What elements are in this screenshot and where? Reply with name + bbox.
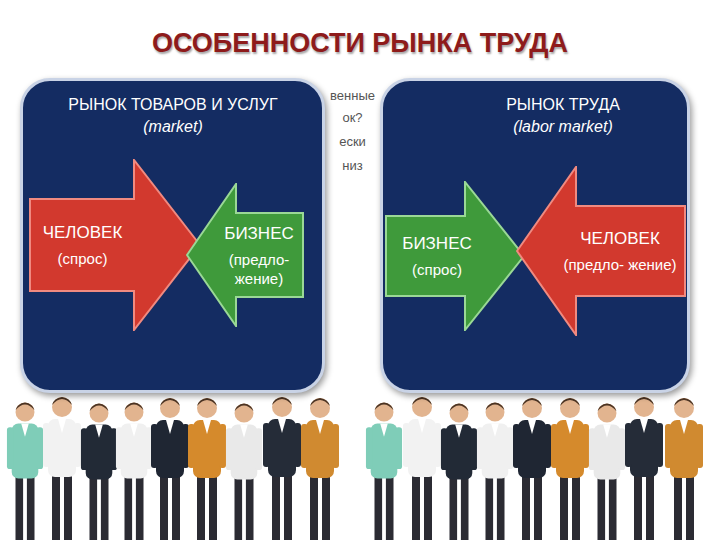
arrow-shape: ЧЕЛОВЕК (предло- жение)	[516, 166, 686, 336]
panel-heading: РЫНОК ТОВАРОВ И УСЛУГ (market)	[53, 95, 293, 136]
arrow-label: ЧЕЛОВЕК (предло- жение)	[558, 228, 682, 274]
arrow-title: БИЗНЕС	[387, 233, 487, 254]
arrow-outline	[29, 159, 201, 331]
panel-title: РЫНОК ТРУДА	[453, 95, 673, 114]
panel-title: РЫНОК ТОВАРОВ И УСЛУГ	[53, 95, 293, 114]
arrow-label: БИЗНЕС (спрос)	[387, 233, 487, 279]
diagram-title: ОСОБЕННОСТИ РЫНКА ТРУДА	[0, 28, 720, 59]
arrow-polygon	[517, 167, 685, 335]
arrow-polygon	[386, 182, 524, 330]
arrow-outline	[516, 166, 686, 336]
arrow-subtitle: (предло- жение)	[216, 250, 302, 288]
arrow-outline	[385, 181, 525, 331]
panel-subtitle: (labor market)	[453, 117, 673, 136]
arrow-shape: БИЗНЕС (спрос)	[385, 181, 525, 331]
arrow-title: ЧЕЛОВЕК	[558, 228, 682, 249]
market-panel: РЫНОК ТРУДА (labor market) БИЗНЕС (спрос) ЧЕ…	[380, 78, 690, 393]
market-panel: РЫНОК ТОВАРОВ И УСЛУГ (market) ЧЕЛОВЕК (спр…	[20, 78, 325, 393]
arrow-title: БИЗНЕС	[216, 223, 302, 244]
panel-heading: РЫНОК ТРУДА (labor market)	[453, 95, 673, 136]
partial-note-text: низ	[325, 158, 380, 173]
arrow-label: ЧЕЛОВЕК (спрос)	[31, 222, 134, 268]
arrow-polygon	[187, 184, 303, 326]
arrow-label: БИЗНЕС (предло- жение)	[216, 223, 302, 288]
partial-note-text: ок?	[325, 110, 380, 125]
arrow-shape: ЧЕЛОВЕК (спрос)	[29, 159, 201, 331]
arrow-subtitle: (спрос)	[31, 249, 134, 268]
panel-subtitle: (market)	[53, 117, 293, 136]
partial-note-text: ески	[325, 134, 380, 149]
arrow-polygon	[30, 160, 200, 330]
arrow-shape: БИЗНЕС (предло- жение)	[186, 183, 304, 327]
arrow-subtitle: (предло- жение)	[558, 255, 682, 274]
partial-note-text: венные	[325, 88, 380, 103]
arrow-subtitle: (спрос)	[387, 260, 487, 279]
arrow-title: ЧЕЛОВЕК	[31, 222, 134, 243]
